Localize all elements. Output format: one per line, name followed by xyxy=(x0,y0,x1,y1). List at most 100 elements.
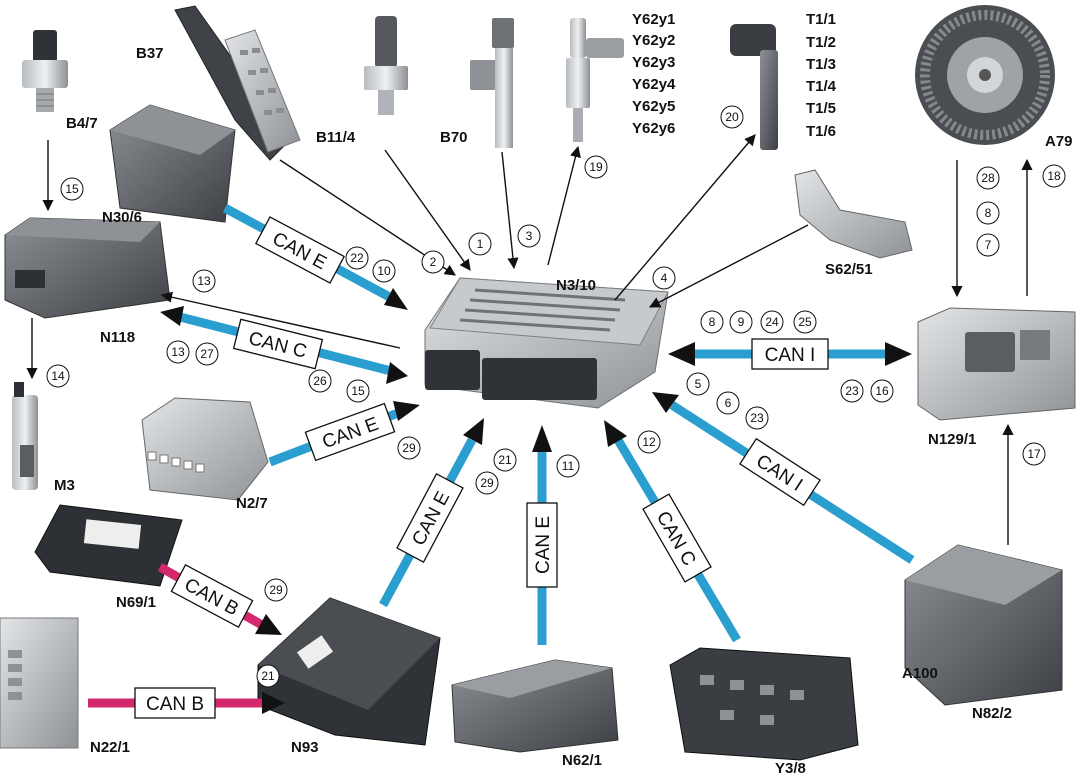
can-c-label-n118: CAN C xyxy=(232,318,324,370)
svg-text:29: 29 xyxy=(402,441,416,455)
label-b70: B70 xyxy=(440,129,468,146)
signal-arrow-ecu-to-n118 xyxy=(160,291,401,349)
label-n93: N93 xyxy=(291,739,319,756)
svg-text:21: 21 xyxy=(498,453,512,467)
svg-text:10: 10 xyxy=(377,264,391,278)
step-number-21: 21 xyxy=(256,664,280,688)
label-t1-3: T1/3 xyxy=(806,56,836,73)
label-a79: A79 xyxy=(1045,133,1073,150)
label-y62y3: Y62y3 xyxy=(632,54,675,71)
svg-text:2: 2 xyxy=(430,255,437,269)
step-number-23: 23 xyxy=(745,406,769,430)
can-e-label-n2-7: CAN E xyxy=(304,402,396,462)
svg-text:23: 23 xyxy=(845,384,859,398)
injector-labels: Y62y1 Y62y2 Y62y3 Y62y4 Y62y5 Y62y6 xyxy=(632,11,676,137)
svg-text:20: 20 xyxy=(725,110,739,124)
step-number-10: 10 xyxy=(372,259,396,283)
svg-text:8: 8 xyxy=(709,315,716,329)
svg-text:13: 13 xyxy=(197,274,211,288)
svg-text:4: 4 xyxy=(661,271,668,285)
svg-text:12: 12 xyxy=(642,435,656,449)
signal-arrow-s62-51-to-ecu xyxy=(649,224,809,308)
n69-1-door-module-image xyxy=(34,504,183,587)
label-y62y2: Y62y2 xyxy=(632,32,675,49)
n62-1-module-image xyxy=(451,659,619,753)
can-arrowhead xyxy=(393,401,420,421)
b37-accelerator-pedal-image xyxy=(174,5,301,161)
can-e-label-n93: CAN E xyxy=(396,472,464,564)
svg-text:CAN E: CAN E xyxy=(533,516,554,574)
svg-text:13: 13 xyxy=(171,345,185,359)
step-number-21: 21 xyxy=(493,448,517,472)
svg-text:1: 1 xyxy=(477,237,484,251)
y3-8-valve-body-image xyxy=(669,647,859,761)
label-y62y4: Y62y4 xyxy=(632,76,676,93)
svg-text:14: 14 xyxy=(51,369,65,383)
svg-text:15: 15 xyxy=(351,384,365,398)
svg-text:15: 15 xyxy=(65,182,79,196)
svg-text:23: 23 xyxy=(750,411,764,425)
a79-electric-machine-image xyxy=(915,5,1055,145)
step-number-26: 26 xyxy=(308,369,332,393)
can-c-label-y3-8: CAN C xyxy=(642,493,712,583)
label-n129-1: N129/1 xyxy=(928,431,976,448)
can-arrowhead xyxy=(604,420,627,447)
step-number-5: 5 xyxy=(686,372,710,396)
svg-text:19: 19 xyxy=(589,160,603,174)
step-number-25: 25 xyxy=(793,310,817,334)
step-number-17: 17 xyxy=(1022,442,1046,466)
can-b-label-n22-1: CAN B xyxy=(134,687,216,719)
step-number-2: 2 xyxy=(421,250,445,274)
step-number-13: 13 xyxy=(192,269,216,293)
n129-1-power-electronics-image xyxy=(917,307,1076,421)
can-arrowhead xyxy=(885,342,912,366)
n30-6-module-image xyxy=(109,104,236,223)
svg-text:17: 17 xyxy=(1027,447,1041,461)
label-t1-5: T1/5 xyxy=(806,100,836,117)
step-number-6: 6 xyxy=(716,391,740,415)
label-y62y1: Y62y1 xyxy=(632,11,675,28)
svg-text:24: 24 xyxy=(765,315,779,329)
can-e-label-n62-1: CAN E xyxy=(526,502,558,588)
svg-text:6: 6 xyxy=(725,396,732,410)
can-arrowhead xyxy=(463,418,484,445)
svg-text:8: 8 xyxy=(985,206,992,220)
label-y62y5: Y62y5 xyxy=(632,98,675,115)
label-y62y6: Y62y6 xyxy=(632,120,675,137)
label-m3: M3 xyxy=(54,477,75,494)
n93-module-image xyxy=(257,597,441,746)
label-n118: N118 xyxy=(100,329,135,346)
n22-1-module-image xyxy=(0,617,79,749)
step-number-28: 28 xyxy=(976,166,1000,190)
can-arrowhead xyxy=(255,614,282,635)
can-arrowhead xyxy=(668,342,695,366)
svg-text:16: 16 xyxy=(875,384,889,398)
step-number-19: 19 xyxy=(584,155,608,179)
svg-text:7: 7 xyxy=(985,238,992,252)
label-n2-7: N2/7 xyxy=(236,495,268,512)
svg-text:29: 29 xyxy=(269,583,283,597)
label-t1-2: T1/2 xyxy=(806,34,836,51)
svg-text:22: 22 xyxy=(350,251,364,265)
svg-text:11: 11 xyxy=(562,459,575,473)
b4-7-pressure-sensor-image xyxy=(22,30,68,112)
step-number-9: 9 xyxy=(729,310,753,334)
step-number-29: 29 xyxy=(475,471,499,495)
n118-fuel-pump-module-image xyxy=(4,217,171,319)
step-number-27: 27 xyxy=(195,342,219,366)
label-n30-6: N30/6 xyxy=(102,209,142,226)
t1-ignition-coil-image xyxy=(730,24,778,150)
step-number-24: 24 xyxy=(760,310,784,334)
label-n69-1: N69/1 xyxy=(116,594,156,611)
label-n82-2: N82/2 xyxy=(972,705,1012,722)
n2-7-restraint-module-image xyxy=(141,397,269,501)
svg-text:25: 25 xyxy=(798,315,812,329)
can-e-label-n30-6: CAN E xyxy=(254,216,346,284)
step-number-15: 15 xyxy=(346,379,370,403)
y62-fuel-injector-image xyxy=(566,18,624,142)
svg-text:28: 28 xyxy=(981,171,995,185)
step-number-23: 23 xyxy=(840,379,864,403)
step-number-18: 18 xyxy=(1042,164,1066,188)
